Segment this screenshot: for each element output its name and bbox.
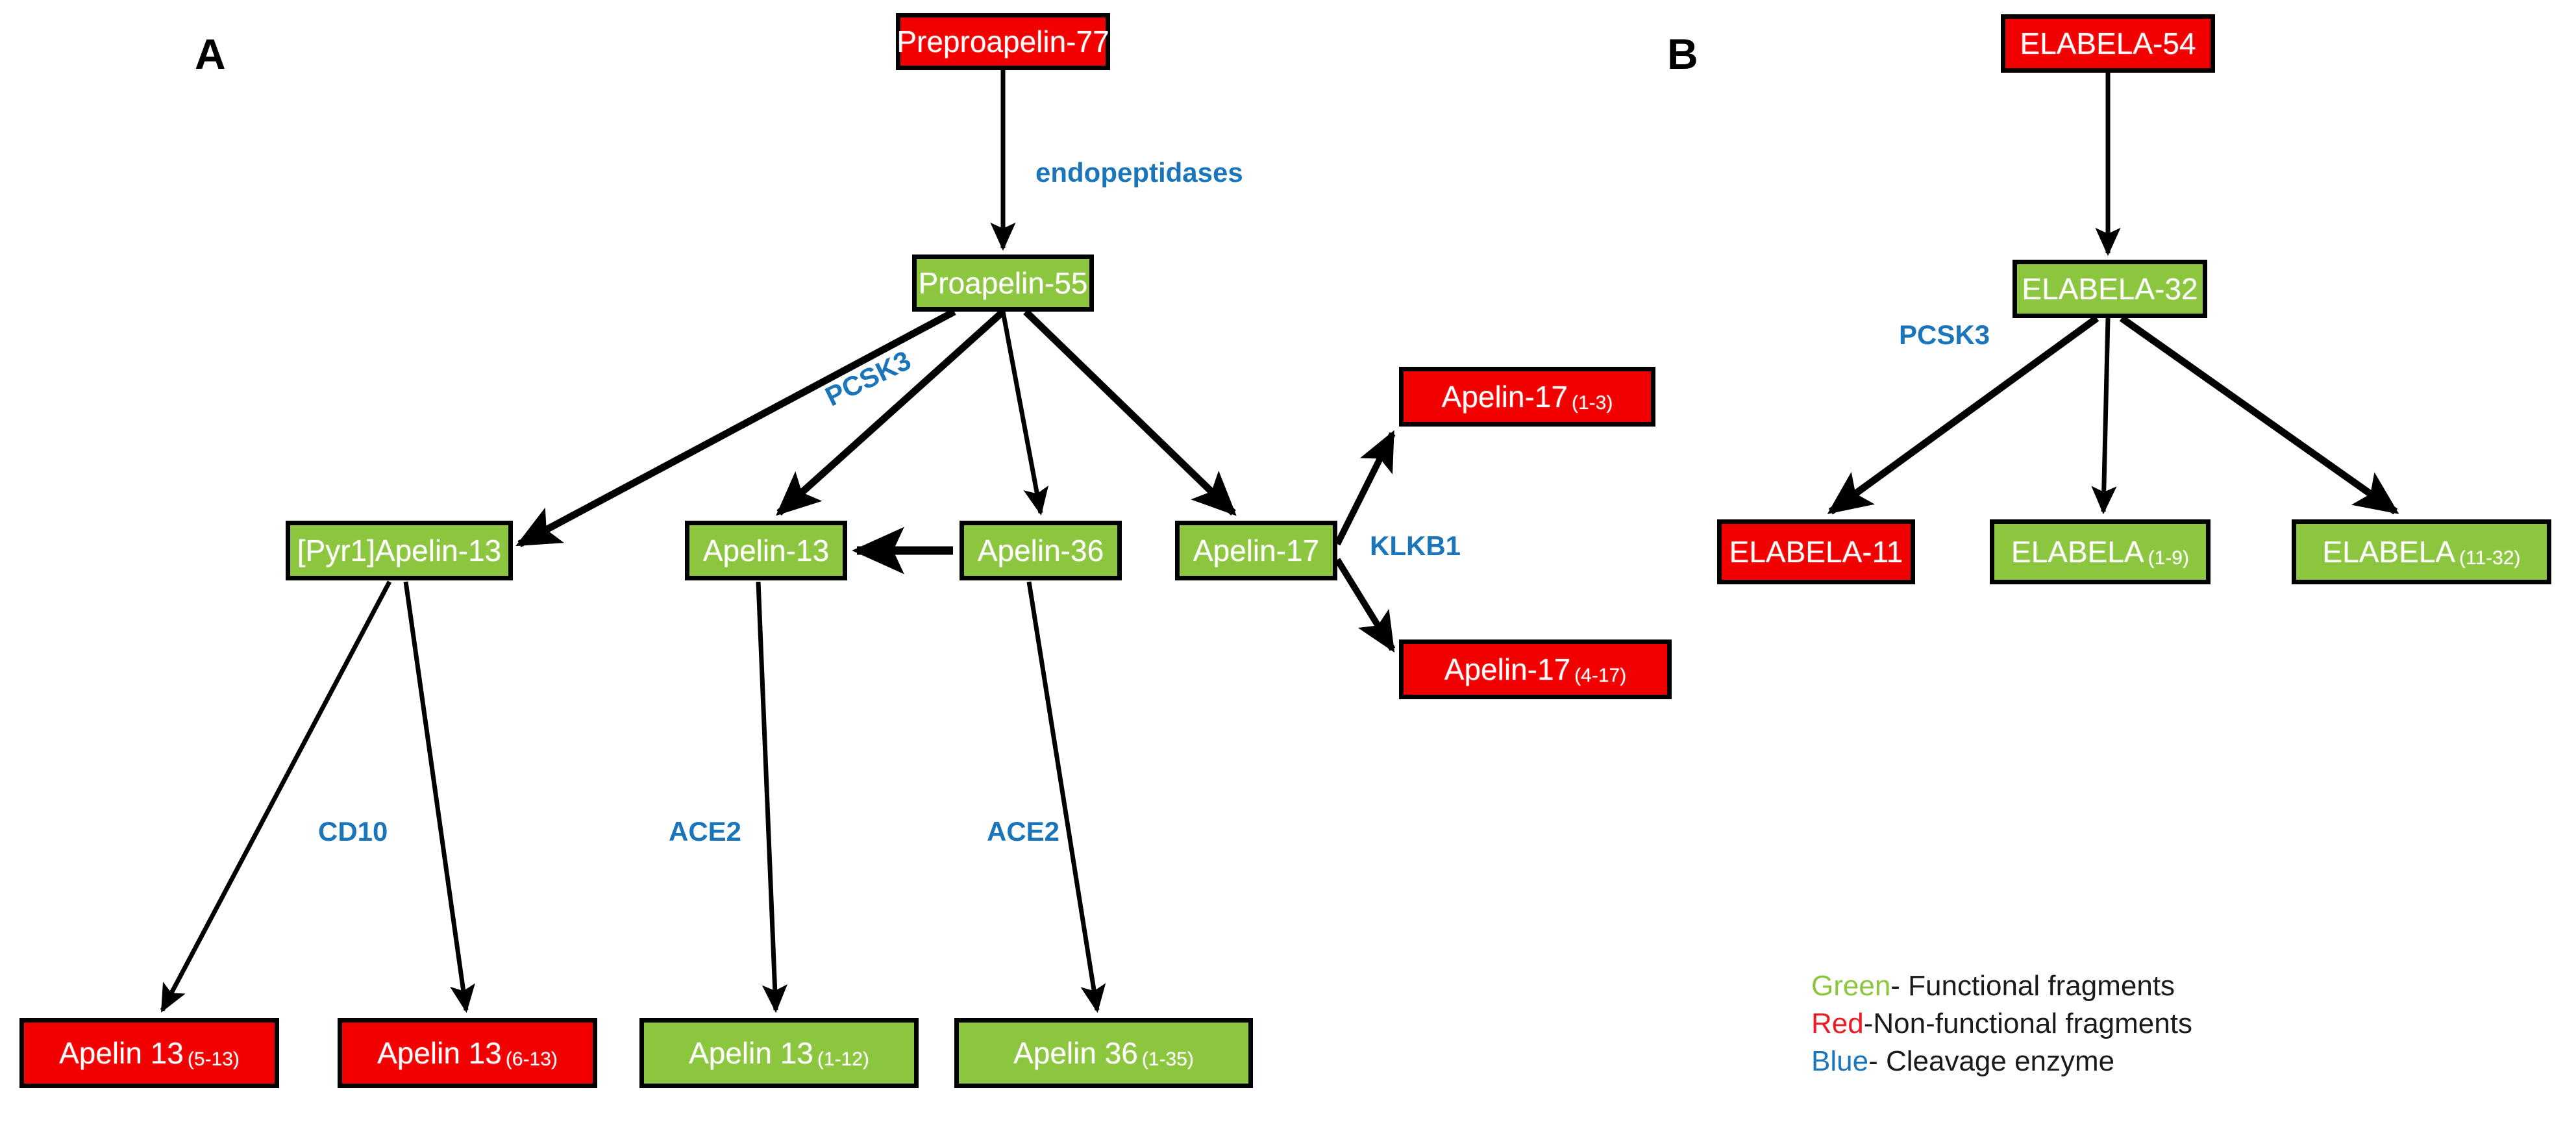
node-sublabel: (1-3) [1572,392,1613,414]
enzyme-label-pcsk3-panel-a: PCSK3 [820,344,916,412]
node-elabela-54[interactable]: ELABELA-54 [2001,14,2215,73]
node-label: Apelin-36 [977,534,1104,567]
node-sublabel: (6-13) [505,1049,558,1070]
node-label: Apelin 13 [59,1036,184,1070]
node-label: [Pyr1]Apelin-13 [297,534,502,567]
edge-pyr1apelin13-to-apelin13-6-13 [403,581,475,1013]
node-sublabel: (5-13) [187,1049,240,1070]
edge-proapelin-to-apelin36 [1000,311,1049,516]
node-sublabel: (1-35) [1141,1049,1194,1070]
legend-row-green: Green- Functional fragments [1811,967,2192,1005]
edge-proapelin-to-apelin13 [776,308,1006,516]
node-apelin-13-1-12[interactable]: Apelin 13(1-12) [639,1018,919,1088]
node-apelin-17-1-3[interactable]: Apelin-17(1-3) [1399,367,1655,427]
legend-text-red: -Non-functional fragments [1863,1008,2192,1040]
node-apelin-17[interactable]: Apelin-17 [1175,521,1337,580]
node-apelin-36-1-35[interactable]: Apelin 36(1-35) [954,1018,1253,1088]
node-apelin-13-6-13[interactable]: Apelin 13(6-13) [338,1018,597,1088]
edge-apelin13-to-apelin13-1-12 [756,581,787,1013]
legend-text-blue: - Cleavage enzyme [1868,1045,2115,1078]
enzyme-label-ace2-apelin36: ACE2 [987,816,1060,847]
node-elabela-11-32[interactable]: ELABELA(11-32) [2292,519,2551,584]
node-label: ELABELA [2322,535,2456,569]
node-label: Apelin 13 [689,1036,813,1070]
edge-proapelin-to-apelin17 [1023,309,1237,516]
node-proapelin-55[interactable]: Proapelin-55 [912,254,1094,312]
edge-elabela32-to-elabela-11-32 [2119,315,2399,515]
node-apelin-13-5-13[interactable]: Apelin 13(5-13) [19,1018,279,1088]
node-label: Apelin-13 [702,534,830,567]
node-label: Apelin 36 [1013,1036,1138,1070]
edge-apelin17-to-apelin17-4-17 [1334,558,1396,653]
node-sublabel: (11-32) [2459,547,2521,569]
node-label: Apelin 13 [377,1036,502,1070]
enzyme-label-klkb1: KLKB1 [1370,530,1461,561]
edge-elabela32-to-elabela-1-9 [2091,317,2117,515]
node-sublabel: (1-12) [817,1049,869,1070]
node-label: Proapelin-55 [918,266,1088,300]
edge-apelin17-to-apelin17-1-3 [1334,430,1396,546]
node-preproapelin-77[interactable]: Preproapelin-77 [896,13,1110,70]
node-label: ELABELA [2011,535,2144,569]
legend-text-green: - Functional fragments [1890,970,2175,1002]
node-label: ELABELA-11 [1729,535,1903,569]
enzyme-label-ace2-apelin13: ACE2 [669,816,742,847]
enzyme-label-pcsk3-panel-b: PCSK3 [1899,319,1990,350]
node-label: Apelin-17 [1444,652,1571,686]
panel-letter-a: A [195,30,226,78]
node-label: ELABELA-54 [2020,27,2196,60]
edge-proapelin-to-pyr1apelin13 [515,308,956,547]
node-label: Preproapelin-77 [897,25,1109,58]
node-label: Apelin-17 [1441,380,1568,414]
node-elabela-11[interactable]: ELABELA-11 [1717,519,1915,584]
legend-swatch-green: Green [1811,970,1891,1002]
legend-swatch-blue: Blue [1811,1045,1869,1078]
legend: Green- Functional fragments Red-Non-func… [1811,967,2192,1080]
node-apelin-17-4-17[interactable]: Apelin-17(4-17) [1399,639,1672,699]
node-apelin-36[interactable]: Apelin-36 [960,521,1122,580]
node-sublabel: (1-9) [2148,547,2189,569]
node-label: Apelin-17 [1193,534,1320,567]
node-sublabel: (4-17) [1574,665,1627,686]
edge-apelin36-to-apelin36-1-35 [1026,581,1106,1013]
edge-pyr1apelin13-to-apelin13-5-13 [160,580,392,1013]
node-label: ELABELA-32 [2022,272,2198,306]
enzyme-label-cd10: CD10 [318,816,388,847]
node-elabela-1-9[interactable]: ELABELA(1-9) [1990,519,2211,584]
node-elabela-32[interactable]: ELABELA-32 [2012,260,2207,318]
panel-letter-b: B [1667,30,1698,78]
node-pyr1-apelin-13[interactable]: [Pyr1]Apelin-13 [286,521,513,580]
node-apelin-13[interactable]: Apelin-13 [685,521,847,580]
legend-row-blue: Blue- Cleavage enzyme [1811,1043,2192,1080]
legend-swatch-red: Red [1811,1008,1864,1040]
enzyme-label-endopeptidases: endopeptidases [1035,157,1243,188]
legend-row-red: Red-Non-functional fragments [1811,1005,2192,1043]
